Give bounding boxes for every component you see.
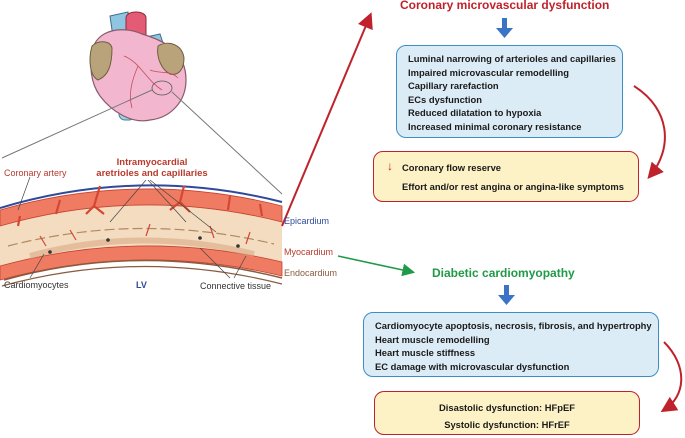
coronary-outcome-item: ↓ Coronary flow reserve bbox=[387, 159, 501, 173]
coronary-mechanism-item: Capillary rarefaction bbox=[408, 80, 499, 92]
pointer-line bbox=[199, 247, 231, 279]
lv-label: LV bbox=[136, 280, 147, 290]
down-arrow-icon: ↓ bbox=[387, 159, 393, 173]
zoom-line-right bbox=[171, 91, 283, 195]
heart-icon bbox=[89, 11, 187, 122]
down-arrow-icon bbox=[498, 285, 515, 305]
coronary-outcome-item: Effort and/or rest angina or angina-like… bbox=[402, 180, 624, 192]
coronary-artery-label: Coronary artery bbox=[4, 168, 67, 178]
coronary-mechanism-item: Reduced dilatation to hypoxia bbox=[408, 107, 542, 119]
cardiomyopathy-mechanism-item: Heart muscle stiffness bbox=[375, 347, 476, 359]
coronary-mechanism-item: Impaired microvascular remodelling bbox=[408, 66, 569, 78]
connective-tissue-label: Connective tissue bbox=[200, 281, 272, 291]
pointer-line bbox=[147, 179, 187, 223]
coronary-mechanism-item: Luminal narrowing of arterioles and capi… bbox=[408, 53, 616, 64]
pointer-line bbox=[149, 179, 217, 233]
epicardium-label: Epicardium bbox=[284, 216, 330, 226]
arrow-to-coronary bbox=[281, 12, 373, 227]
cardiomyopathy-mechanism-item: EC damage with microvascular dysfunction bbox=[375, 360, 570, 372]
zoom-line-left bbox=[1, 89, 153, 159]
pointer-line bbox=[29, 253, 45, 279]
pointer-line bbox=[233, 255, 247, 279]
coronary-mechanism-item: Increased minimal coronary resistance bbox=[408, 120, 582, 132]
cardiomyocytes-label: Cardiomyocytes bbox=[4, 280, 69, 290]
curved-arrow-cardiomyopathy bbox=[660, 341, 683, 413]
coronary-mechanisms-box: Luminal narrowing of arterioles and capi… bbox=[396, 45, 623, 138]
intramyocardial-label-line1: Intramyocardial bbox=[116, 157, 188, 168]
coronary-title: Coronary microvascular dysfunction bbox=[400, 0, 610, 12]
coronary-outcomes-box: ↓ Coronary flow reserve Effort and/or re… bbox=[373, 151, 639, 202]
endocardium-label: Endocardium bbox=[284, 268, 338, 278]
pointer-line bbox=[17, 176, 31, 211]
cardiomyopathy-outcomes-box: Disastolic dysfunction: HFpEF Systolic d… bbox=[374, 391, 640, 435]
cardiomyopathy-title: Diabetic cardiomyopathy bbox=[432, 266, 575, 280]
pointer-line bbox=[109, 179, 147, 223]
cardiomyopathy-mechanisms-box: Cardiomyocyte apoptosis, necrosis, fibro… bbox=[363, 312, 659, 377]
arrow-to-cardiomyopathy bbox=[337, 255, 416, 277]
intramyocardial-label-line2: aretrioles and capillaries bbox=[96, 168, 208, 179]
cardiomyopathy-mechanism-item: Cardiomyocyte apoptosis, necrosis, fibro… bbox=[375, 320, 652, 331]
coronary-mechanism-item: ECs dysfunction bbox=[408, 93, 482, 105]
tissue-cross-section bbox=[0, 184, 283, 287]
myocardium-label: Myocardium bbox=[284, 247, 334, 257]
cardiomyopathy-outcome-item: Disastolic dysfunction: HFpEF bbox=[439, 402, 575, 413]
cardiomyopathy-outcome-item: Systolic dysfunction: HFrEF bbox=[444, 418, 570, 430]
down-arrow-icon bbox=[496, 18, 513, 38]
cardiomyopathy-mechanism-item: Heart muscle remodelling bbox=[375, 333, 490, 345]
curved-arrow-coronary bbox=[633, 85, 666, 180]
